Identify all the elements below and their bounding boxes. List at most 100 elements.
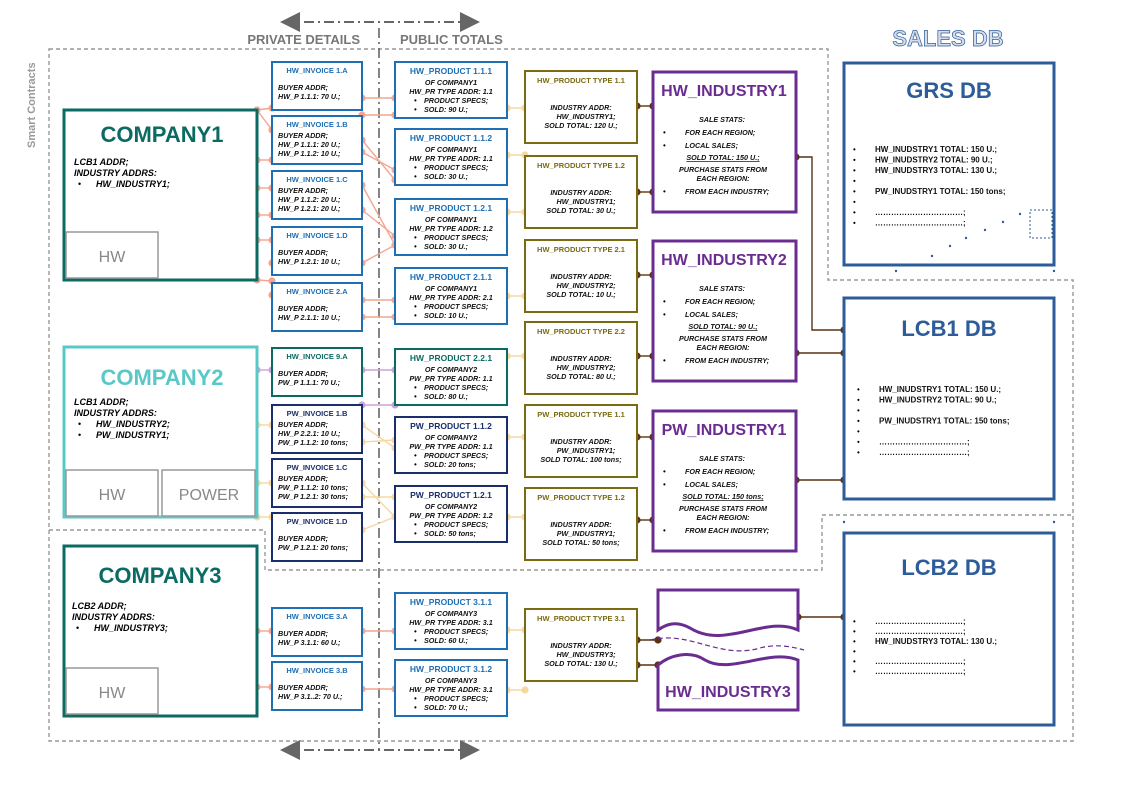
industry-title: PW_INDUSTRY1 [662,422,787,439]
bullet-icon: • [414,636,417,645]
product-type-line: PW_INDUSTRY1; [557,529,616,538]
product-line: PW_PR TYPE ADDR: 1.2 [409,511,492,520]
smart-contracts-region [48,48,1074,742]
database-line: ……………………………; [879,448,970,457]
company-title: COMPANY3 [98,563,221,588]
invoice-title: HW_INVOICE 1.C [286,175,348,184]
industry-line: SALE STATS: [699,284,746,293]
invoice-title: HW_INVOICE 3.A [286,612,348,621]
product-bullet: SOLD: 90 U.; [424,105,469,114]
bullet-icon: • [414,233,417,242]
invoice-title: HW_INVOICE 1.A [286,66,348,75]
product-bullet: PRODUCT SPECS; [424,383,489,392]
hw-industry3-box[interactable]: HW_INDUSTRY3 [649,588,805,712]
invoices-column: HW_INVOICE 1.A BUYER ADDR; HW_P 1.1.1: 70 … [271,61,363,711]
bullet-icon: • [414,460,417,469]
invoice-line: HW_P 1.2.1: 10 U.; [278,257,341,266]
company2-box[interactable]: COMPANY2 LCB1 ADDR; INDUSTRY ADDRS: • HW… [62,345,259,519]
invoice-line: BUYER ADDR; [278,186,329,195]
product-line: HW_PR TYPE ADDR: 3.1 [409,618,493,627]
product-type-line: HW_INDUSTRY2; [557,363,617,372]
industry-line: PURCHASE STATS FROM [679,165,768,174]
bullet-icon: • [663,310,666,319]
bullet-icon: • [414,302,417,311]
bullet-icon: • [857,417,860,426]
invoice-line: BUYER ADDR; [278,420,329,429]
database-title: LCB1 DB [901,316,996,341]
product-title: HW_PRODUCT 1.2.1 [410,203,492,213]
industry-line: LOCAL SALES; [685,141,739,150]
invoice-line: BUYER ADDR; [278,131,329,140]
database-line: HW_INUDSTRY3 TOTAL: 130 U.; [875,637,997,646]
product-bullet: SOLD: 30 U.; [424,172,469,181]
bullet-icon: • [853,219,856,228]
bullet-icon: • [857,427,860,436]
product-type-title: HW_PRODUCT TYPE 2.2 [537,327,625,336]
database-box[interactable]: GRS DB•HW_INUDSTRY1 TOTAL: 150 U.;•HW_IN… [842,61,1056,267]
bullet-icon: • [857,406,860,415]
invoice-line: PW_P 1.2.1: 30 tons; [278,492,349,501]
invoice-title: HW_INVOICE 3.B [286,666,348,675]
product-bullet: PRODUCT SPECS; [424,627,489,636]
product-line: OF COMPANY1 [425,215,477,224]
invoice-title: HW_INVOICE 1.B [286,120,348,129]
database-title: LCB2 DB [901,555,996,580]
company3-box[interactable]: COMPANY3 LCB2 ADDR; INDUSTRY ADDRS: • HW… [62,544,259,718]
bullet-icon: • [857,438,860,447]
product-type-line: SOLD TOTAL: 10 U.; [546,290,616,299]
bullet-icon: • [414,383,417,392]
invoice-title: HW_INVOICE 9.A [286,352,348,361]
invoice-title: PW_INVOICE 1.B [287,409,348,418]
product-type-line: PW_INDUSTRY1; [557,446,616,455]
private-details-header: PRIVATE DETAILS [247,32,360,47]
bullet-icon: • [853,156,856,165]
database-box[interactable]: LCB2 DB•……………………………;•……………………………;•HW_INU… [842,531,1056,727]
bullet-icon: • [78,179,81,189]
bullet-icon: • [414,694,417,703]
sales-db-header: SALES DB [892,26,1003,51]
product-bullet: PRODUCT SPECS; [424,96,489,105]
bullet-icon: • [414,392,417,401]
invoice-line: PW_P 1.2.1: 20 tons; [278,543,349,552]
bullet-icon: • [663,297,666,306]
bullet-icon: • [414,172,417,181]
invoice-title: PW_INVOICE 1.C [287,463,348,472]
database-line: ……………………………; [875,627,966,636]
database-box[interactable]: LCB1 DB•HW_INUDSTRY1 TOTAL: 150 U.;•HW_I… [842,296,1056,501]
company-bullet: HW_INDUSTRY3; [94,623,168,633]
industry-line: FOR EACH REGION; [685,297,756,306]
company1-box[interactable]: COMPANY1 LCB1 ADDR; INDUSTRY ADDRS: • HW… [62,108,259,282]
bullet-icon: • [857,396,860,405]
invoice-line: HW_P 1.1.1: 70 U.; [278,92,341,101]
